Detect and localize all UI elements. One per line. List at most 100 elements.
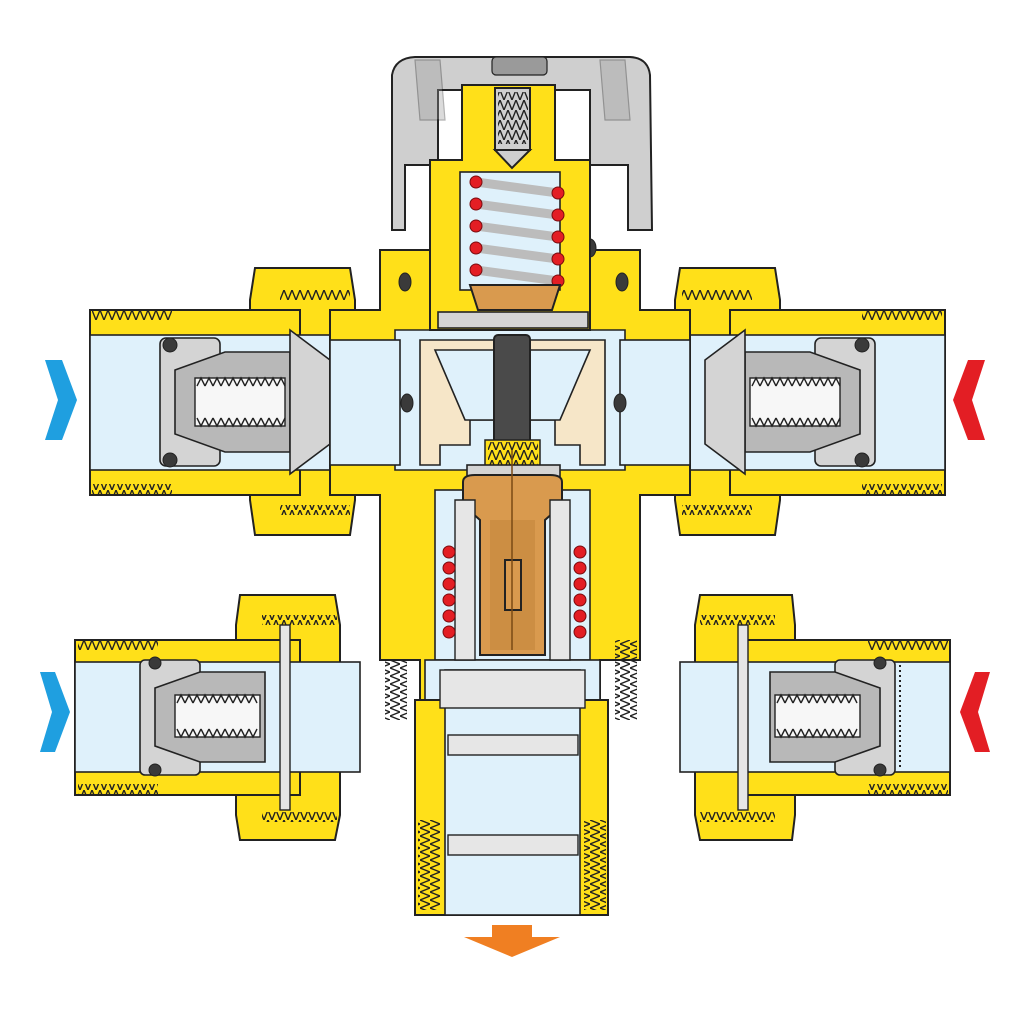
check-spring-tooth [807,376,817,387]
check-spring-tooth [220,376,230,387]
lower-left-check-valve-fitting [74,594,361,841]
upper-left-thread-top [92,310,172,320]
check-spring-tooth [807,417,817,428]
lower-right-check-valve-fitting [679,594,951,841]
spring-wire-section [573,577,587,591]
check-spring-tooth [248,693,258,704]
check-spring-tooth [784,728,794,739]
check-spring-tooth [808,728,818,739]
check-spring-tooth [776,728,786,739]
check-spring-tooth [200,693,210,704]
check-spring-tooth [228,417,238,428]
check-spring-tooth [776,693,786,704]
spring-coil [475,265,559,286]
spring-wire-section [442,609,456,623]
spring-wire-section [551,186,565,200]
check-spring-tooth [232,693,242,704]
push-rod [493,334,531,456]
check-spring-tooth [767,376,777,387]
check-spring-tooth [260,417,270,428]
check-spring-tooth [204,376,214,387]
check-spring-tooth [268,417,278,428]
spring-wire-section [551,252,565,266]
spring-wire-section [573,593,587,607]
check-spring-tooth [224,693,234,704]
spring-wire-section [469,175,483,189]
spring-wire-section [442,561,456,575]
lower-spring-right [573,545,587,639]
upper-right-check-valve [704,328,876,476]
check-spring-tooth [832,728,842,739]
check-spring-tooth [800,693,810,704]
check-spring-tooth [759,417,769,428]
check-spring-tooth [268,376,278,387]
check-spring-tooth [848,728,858,739]
check-spring-tooth [276,376,286,387]
lower-spring-left [442,545,456,639]
check-spring-tooth [240,693,250,704]
thermostatic-element [442,334,587,661]
check-spring-tooth [240,728,250,739]
check-spring-tooth [252,376,262,387]
spring-wire-section [442,593,456,607]
mixed-outlet-fitting [414,669,609,916]
check-spring-tooth [840,728,850,739]
check-spring-tooth [840,693,850,704]
hot-inlet-lower-arrow [960,672,990,752]
spring-wire-section [442,545,456,559]
check-spring-tooth [831,417,841,428]
check-spring-tooth [751,417,761,428]
spring-coil [475,243,559,264]
hot-inlet-upper-arrow [953,360,985,440]
upper-spring [469,175,565,288]
check-spring-tooth [212,417,222,428]
check-spring-tooth [184,693,194,704]
spring-wire-section [551,208,565,222]
check-spring-tooth [800,728,810,739]
spring-wire-section [469,241,483,255]
upper-left-nut-thread-top [280,290,350,300]
check-spring-tooth [792,728,802,739]
check-spring-tooth [196,417,206,428]
check-spring-tooth [816,693,826,704]
check-spring-tooth [208,693,218,704]
check-spring-tooth [791,417,801,428]
check-spring-tooth [216,693,226,704]
check-spring-tooth [775,376,785,387]
check-spring-tooth [823,417,833,428]
bonnet [429,84,591,331]
flow-arrows [40,360,990,957]
check-spring-tooth [783,376,793,387]
check-spring-tooth [220,417,230,428]
spring-wire-section [551,230,565,244]
check-spring-tooth [808,693,818,704]
check-spring-tooth [232,728,242,739]
spring-coil [475,177,559,198]
spring-wire-section [442,577,456,591]
check-spring-tooth [260,376,270,387]
cold-inlet-upper-arrow [45,360,77,440]
upper-left-thread-bottom [92,484,172,494]
check-spring-tooth [248,728,258,739]
check-spring-tooth [184,728,194,739]
check-spring-tooth [252,417,262,428]
check-spring-tooth [824,693,834,704]
spring-plate [468,284,562,311]
spring-wire-section [469,197,483,211]
check-spring-tooth [832,693,842,704]
check-spring-tooth [176,693,186,704]
spring-wire-section [573,545,587,559]
check-spring-tooth [244,376,254,387]
check-spring-tooth [751,376,761,387]
cold-inlet-lower-arrow [40,672,70,752]
check-spring-tooth [799,376,809,387]
check-spring-tooth [799,417,809,428]
spring-wire-section [573,561,587,575]
check-spring-tooth [236,417,246,428]
mixed-outlet-arrow [464,925,560,957]
upper-left-check-valve [159,328,331,476]
upper-left-nut-thread-bottom [280,505,350,515]
spring-coil [475,199,559,220]
adjustment-knob [391,56,654,231]
check-spring-tooth [212,376,222,387]
